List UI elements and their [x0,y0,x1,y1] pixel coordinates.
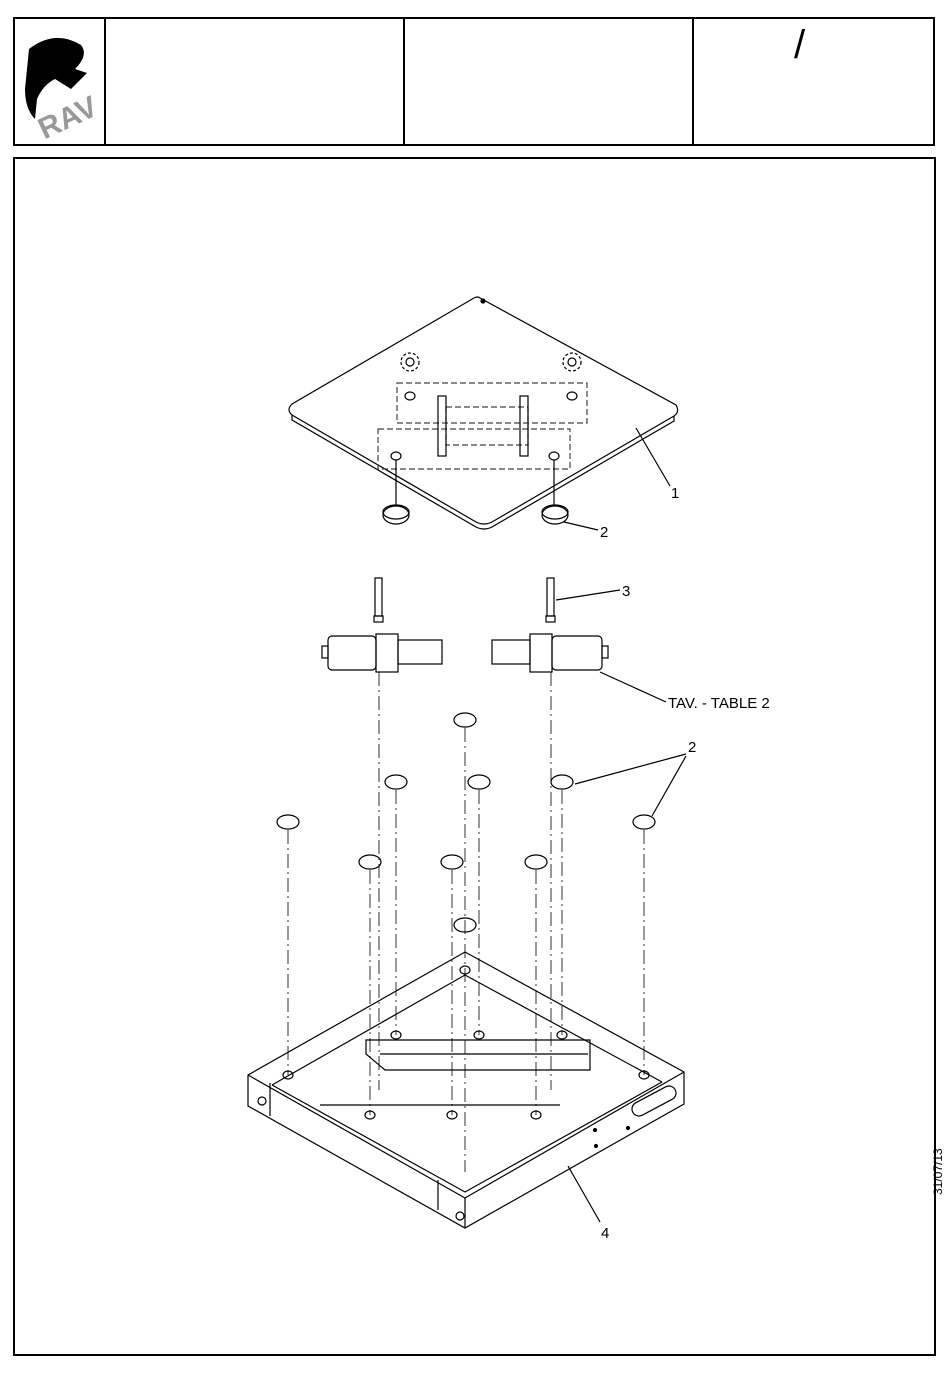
base-frame [248,952,684,1228]
top-plate [289,297,678,529]
date-stamp: 31/07/13 [931,1148,945,1195]
callout-2-group: 2 [688,739,696,756]
pins [374,578,555,622]
callout-4: 4 [601,1225,609,1242]
callout-3: 3 [622,583,630,600]
hinge-assembly [322,634,608,672]
caps [277,713,655,932]
callout-1: 1 [671,485,679,502]
callout-table-ref: TAV. - TABLE 2 [668,695,770,712]
callout-2-top: 2 [600,524,608,541]
